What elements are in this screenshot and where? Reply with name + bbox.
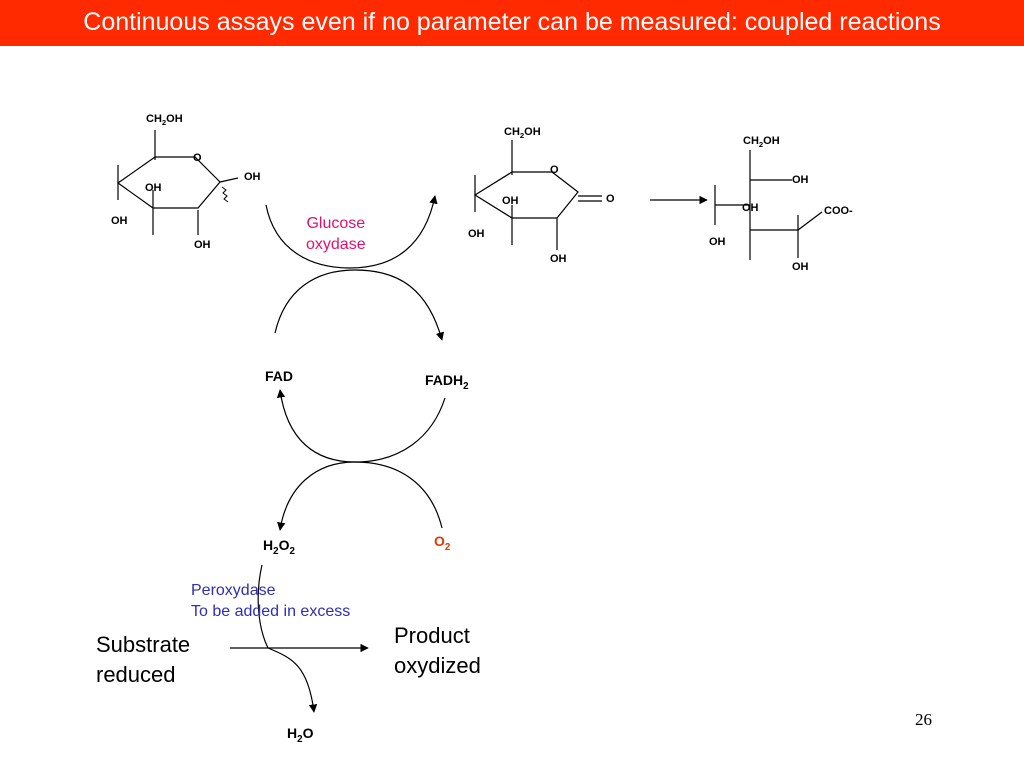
o2-label: O2 (434, 533, 451, 553)
h2o-label: H2O (287, 725, 314, 745)
title-bar (0, 0, 1024, 46)
glucose-ring-o-label: O (193, 152, 202, 164)
glucose-anomeric-oh-label: OH (244, 171, 261, 183)
glucose-ch2oh-label: CH2OH (146, 113, 183, 128)
lactone-oh-c2-label: OH (550, 253, 567, 265)
gluconate-ch2oh-label: CH2OH (743, 135, 780, 150)
h2o2-label: H2O2 (263, 537, 295, 557)
lactone-ring-o-label: O (550, 164, 559, 176)
gluconate-oh-c3-label: OH (742, 202, 759, 214)
glucose-to-lactone-arrow (265, 195, 438, 269)
lactone-oh-c4-label: OH (468, 228, 485, 240)
gluconate-oh-c2-label: OH (792, 261, 809, 273)
glucose-oh-c4-label: OH (111, 215, 128, 227)
lactone-ch2oh-label: CH2OH (504, 126, 541, 141)
gluconate-oh-c4-label: OH (709, 236, 726, 248)
glucose-structure (116, 130, 239, 235)
glucose-oh-c3-label: OH (145, 182, 162, 194)
slide-title: Continuous assays even if no parameter c… (83, 8, 941, 36)
fad-to-fadh2-arrow (274, 269, 445, 341)
gluconate-oh-top-label: OH (792, 174, 809, 186)
gluconate-coo-label: COO- (824, 205, 853, 217)
gluconate-structure (714, 150, 823, 260)
page-number: 26 (915, 710, 932, 729)
glucose-oh-c2-label: OH (194, 239, 211, 251)
lactone-structure (473, 140, 602, 250)
fadh2-to-fad-arrow (276, 389, 446, 463)
fadh2-label: FADH2 (425, 372, 469, 392)
o2-to-h2o2-arrow (277, 461, 443, 531)
lactone-oh-c3-label: OH (502, 195, 519, 207)
fad-label: FAD (265, 368, 293, 384)
lactone-carbonyl-o-label: O (606, 193, 615, 205)
